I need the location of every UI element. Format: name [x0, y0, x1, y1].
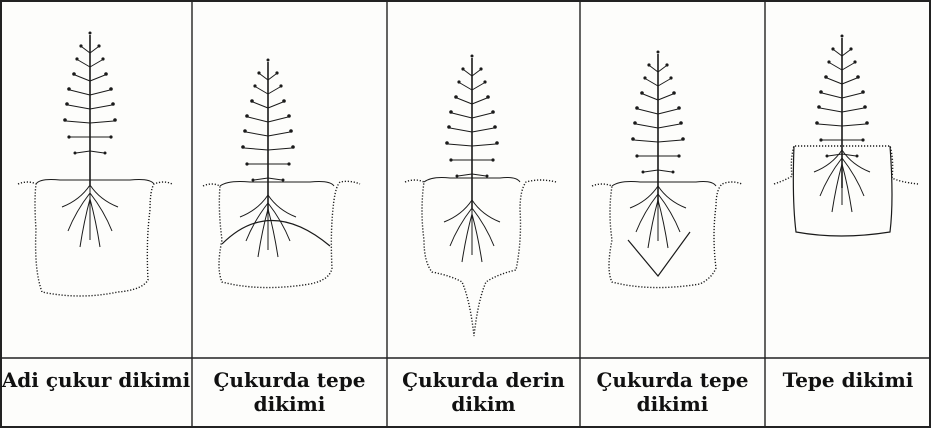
panel-4-cone-in-pit	[592, 51, 742, 288]
panel-5-mound-planting	[774, 35, 918, 237]
caption-panel-5: Tepe dikimi	[765, 358, 931, 428]
caption-panel-1: Adi çukur dikimi	[0, 358, 192, 428]
panel-2-mound-in-pit	[203, 59, 360, 288]
panel-1-plain-pit	[18, 32, 172, 297]
panel-3-deep-pit	[405, 55, 556, 337]
